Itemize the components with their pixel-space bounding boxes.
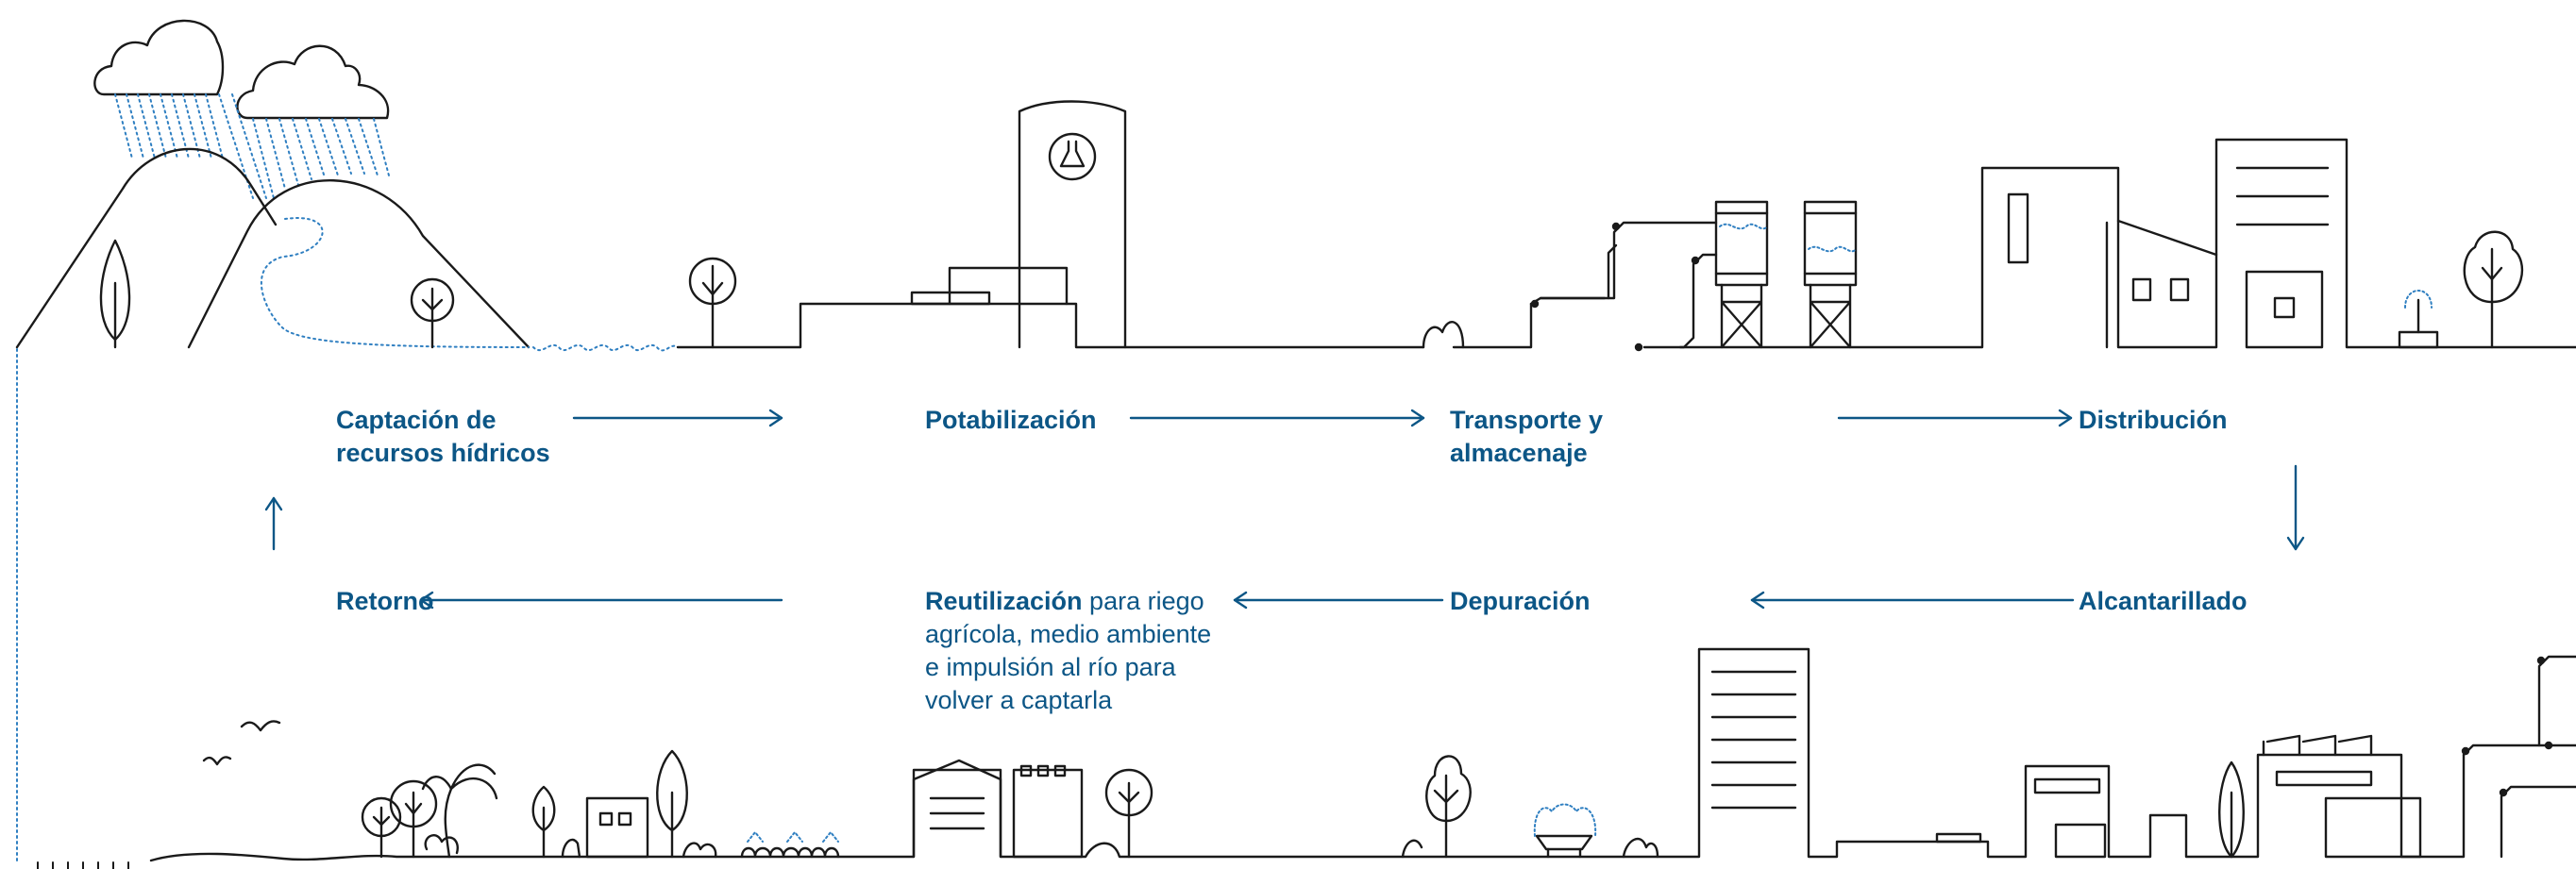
building-icon xyxy=(1710,670,1797,810)
mountain-icon xyxy=(15,147,530,349)
bush-icon xyxy=(1622,837,1659,859)
bird-icon xyxy=(240,720,281,732)
tree-icon xyxy=(2463,230,2524,349)
step-transporte-line2: almacenaje xyxy=(1450,439,1588,467)
water-treatment-plant-icon xyxy=(910,100,1127,349)
step-captacion: Captación de recursos hídricos xyxy=(336,404,550,470)
step-reutilizacion-desc-line2: e impulsión al río para xyxy=(925,653,1176,681)
fountain-icon xyxy=(2398,290,2439,349)
bush-icon xyxy=(561,838,581,859)
arrow-icon xyxy=(1233,591,1444,610)
bush-icon xyxy=(1422,321,1465,349)
tree-icon xyxy=(361,779,438,859)
tree-icon xyxy=(531,785,556,859)
arrow-icon xyxy=(419,591,783,610)
tree-icon xyxy=(656,749,688,859)
pipe-icon xyxy=(1529,221,1718,352)
tree-icon xyxy=(410,277,455,349)
step-transporte: Transporte y almacenaje xyxy=(1450,404,1603,470)
bush-icon xyxy=(1401,839,1423,859)
flask-icon xyxy=(1048,132,1097,181)
water-tank-icon xyxy=(1803,200,1858,349)
river-icon xyxy=(16,217,679,864)
top-landscape xyxy=(15,19,2576,864)
bird-icon xyxy=(202,756,232,766)
step-potabilizacion-label: Potabilización xyxy=(925,406,1097,434)
factory-icon xyxy=(1935,734,2422,859)
tick-marks xyxy=(37,861,129,869)
flow-arrows xyxy=(264,409,2305,610)
step-retorno-label: Retorno xyxy=(336,587,434,615)
cloud-icon xyxy=(236,44,390,120)
building-icon xyxy=(2235,166,2330,349)
step-reutilizacion-desc-line1: agrícola, medio ambiente xyxy=(925,620,1212,648)
bottom-landscape xyxy=(37,647,2576,869)
arrow-icon xyxy=(1129,409,1425,427)
rain-icon xyxy=(114,93,390,199)
tree-icon xyxy=(1104,768,1153,859)
step-reutilizacion-desc-line3: volver a captarla xyxy=(925,686,1113,714)
arrow-icon xyxy=(1837,409,2073,427)
tree-icon xyxy=(688,257,737,349)
palm-tree-icon xyxy=(421,763,498,859)
step-depuracion-label: Depuración xyxy=(1450,587,1591,615)
step-alcantarillado: Alcantarillado xyxy=(2079,585,2248,618)
water-tank-icon xyxy=(1714,200,1769,349)
step-retorno: Retorno xyxy=(336,585,434,618)
arrow-icon xyxy=(264,496,283,551)
step-transporte-line1: Transporte y xyxy=(1450,406,1604,434)
step-reutilizacion-label: Reutilización xyxy=(925,587,1083,615)
arrow-icon xyxy=(1750,591,2075,610)
building-icon xyxy=(912,759,1084,859)
step-reutilizacion: Reutilización para riego agrícola, medio… xyxy=(925,585,1211,717)
arrow-icon xyxy=(2286,464,2305,551)
factory-icon xyxy=(2007,192,2218,349)
step-captacion-line2: recursos hídricos xyxy=(336,439,550,467)
step-alcantarillado-label: Alcantarillado xyxy=(2079,587,2248,615)
pipe-icon xyxy=(2461,655,2576,859)
building-icon xyxy=(585,796,649,859)
step-distribucion-label: Distribución xyxy=(2079,406,2228,434)
step-captacion-line1: Captación de xyxy=(336,406,497,434)
arrow-icon xyxy=(572,409,783,427)
step-depuracion: Depuración xyxy=(1450,585,1591,618)
bush-icon xyxy=(682,842,717,859)
tree-icon xyxy=(1425,755,1472,859)
fountain-icon xyxy=(1533,803,1597,859)
cloud-icon xyxy=(93,19,225,96)
tree-icon xyxy=(99,239,131,349)
step-potabilizacion: Potabilización xyxy=(925,404,1097,437)
step-distribucion: Distribución xyxy=(2079,404,2228,437)
step-reutilizacion-desc-first: para riego xyxy=(1089,587,1204,615)
sprinkler-icon xyxy=(740,831,840,859)
